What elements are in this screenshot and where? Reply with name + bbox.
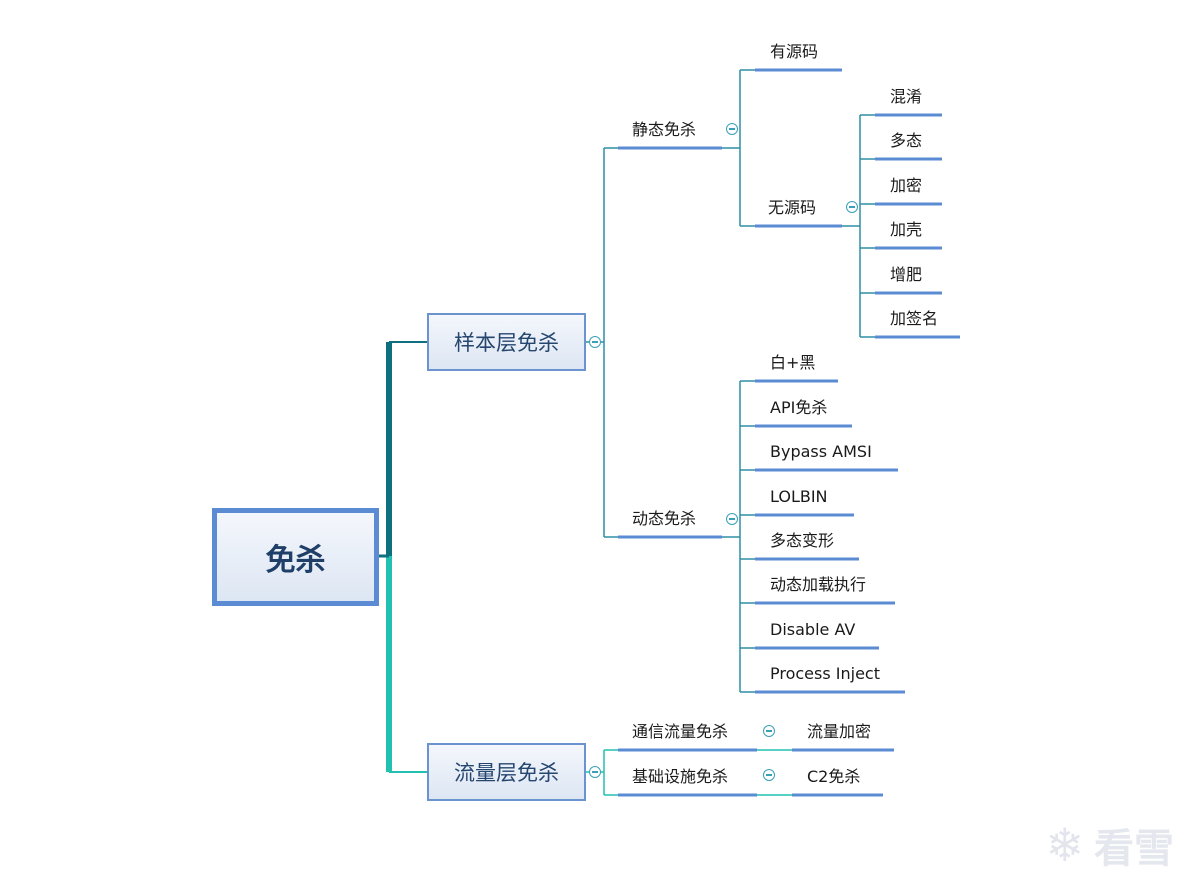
no-source-item[interactable]: 多态 <box>890 131 923 150</box>
traffic-encryption-node[interactable]: 流量加密 <box>807 722 872 741</box>
no-source-item[interactable]: 加壳 <box>890 220 923 239</box>
root-label: 免杀 <box>265 543 326 578</box>
c2-node[interactable]: C2免杀 <box>807 767 861 786</box>
dynamic-item[interactable]: 白+黑 <box>770 353 816 372</box>
sample-layer-node[interactable]: 样本层免杀 <box>427 313 586 371</box>
dynamic-item[interactable]: 多态变形 <box>770 531 835 550</box>
no-source-item[interactable]: 混淆 <box>890 87 923 106</box>
watermark-text: 看雪 <box>1094 826 1174 872</box>
traffic-collapse-icon[interactable] <box>589 766 601 778</box>
snowflake-icon: ❄ <box>1045 818 1084 872</box>
dynamic-item[interactable]: API免杀 <box>770 398 828 417</box>
infra-node[interactable]: 基础设施免杀 <box>632 767 729 786</box>
dynamic-item[interactable]: LOLBIN <box>770 487 828 506</box>
static-node[interactable]: 静态免杀 <box>632 120 697 139</box>
dynamic-collapse-icon[interactable] <box>726 513 738 525</box>
root-node[interactable]: 免杀 <box>212 508 379 606</box>
traffic-layer-node[interactable]: 流量层免杀 <box>427 743 586 801</box>
no-source-item[interactable]: 加密 <box>890 176 923 195</box>
sample-layer-label: 样本层免杀 <box>454 331 559 355</box>
sample-collapse-icon[interactable] <box>589 336 601 348</box>
no-source-item[interactable]: 加签名 <box>890 309 939 328</box>
dynamic-node[interactable]: 动态免杀 <box>632 509 697 528</box>
with-source-node[interactable]: 有源码 <box>770 42 819 61</box>
watermark: ❄ 看雪 <box>1045 816 1174 874</box>
dynamic-item[interactable]: Disable AV <box>770 620 856 639</box>
no-source-node[interactable]: 无源码 <box>768 198 817 217</box>
traffic-layer-label: 流量层免杀 <box>454 761 559 785</box>
dynamic-item[interactable]: 动态加载执行 <box>770 575 867 594</box>
dynamic-item[interactable]: Bypass AMSI <box>770 442 872 461</box>
node-underlines <box>618 68 960 797</box>
infra-collapse-icon[interactable] <box>763 769 775 781</box>
no-source-collapse-icon[interactable] <box>846 201 858 213</box>
static-collapse-icon[interactable] <box>726 123 738 135</box>
dynamic-item[interactable]: Process Inject <box>770 664 880 683</box>
traffic-branch-lines <box>586 749 792 796</box>
no-source-item[interactable]: 增肥 <box>890 265 923 284</box>
comm-collapse-icon[interactable] <box>763 725 775 737</box>
comm-traffic-node[interactable]: 通信流量免杀 <box>632 722 729 741</box>
